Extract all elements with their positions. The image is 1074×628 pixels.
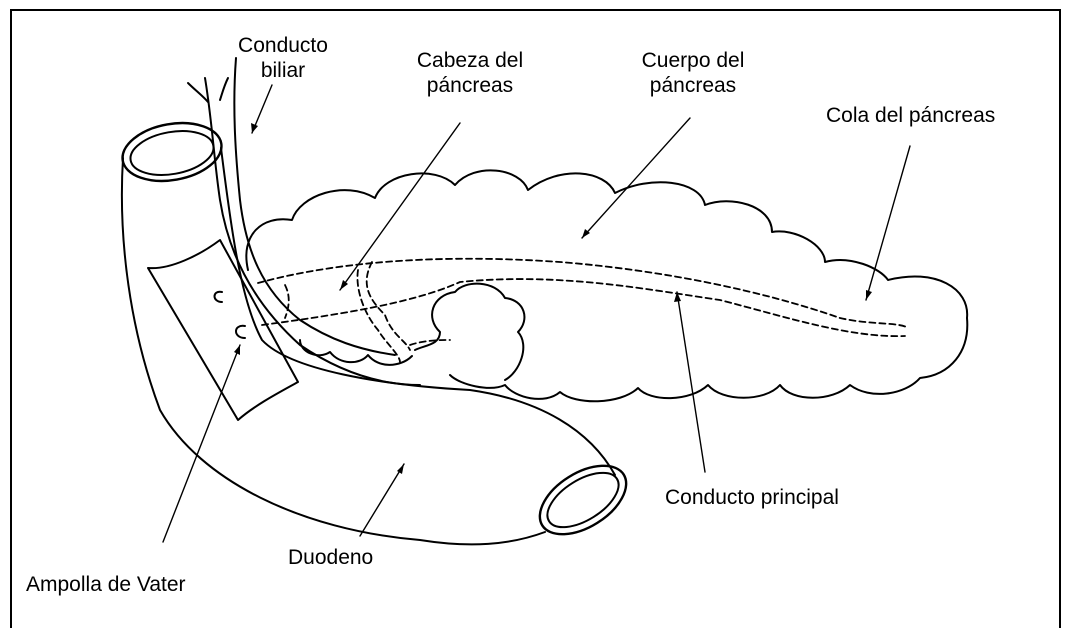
pointer-cabeza — [340, 123, 460, 290]
bile-duct-left — [205, 78, 420, 385]
label-cuerpo-line1: Cuerpo del — [618, 48, 768, 73]
label-cabeza-line1: Cabeza del — [395, 48, 545, 73]
label-conducto-principal: Conducto principal — [665, 485, 839, 510]
label-conducto-biliar-line2: biliar — [228, 58, 338, 83]
papilla-minor — [215, 292, 223, 302]
label-cabeza-line2: páncreas — [395, 73, 545, 98]
pointer-lines — [163, 85, 910, 542]
label-cuerpo-line2: páncreas — [618, 73, 768, 98]
uncinate-lobule — [415, 284, 524, 380]
duodenum-window — [148, 240, 298, 420]
bile-duct-branch-left — [188, 83, 208, 102]
label-conducto-biliar-line1: Conducto — [228, 33, 338, 58]
arrowhead-conducto-biliar — [251, 123, 258, 133]
arrowhead-ampolla — [234, 345, 240, 355]
pancreas-outline — [246, 170, 967, 401]
duodenum-inner — [221, 148, 615, 475]
pointer-conducto-principal — [677, 292, 705, 472]
label-duodeno: Duodeno — [288, 545, 373, 570]
arrowhead-cola — [866, 290, 872, 300]
pointer-ampolla — [163, 345, 240, 542]
label-cola: Cola del páncreas — [826, 103, 995, 128]
duodenum-upper-opening — [118, 116, 226, 189]
label-cabeza: Cabeza del páncreas — [395, 48, 545, 98]
label-conducto-biliar: Conducto biliar — [228, 33, 338, 83]
papilla-major — [236, 326, 245, 338]
label-ampolla: Ampolla de Vater — [26, 572, 186, 597]
bile-duct-branch-right — [220, 78, 228, 100]
pointer-duodeno — [360, 464, 404, 536]
duodenum-lower-opening — [528, 452, 638, 549]
label-cuerpo: Cuerpo del páncreas — [618, 48, 768, 98]
